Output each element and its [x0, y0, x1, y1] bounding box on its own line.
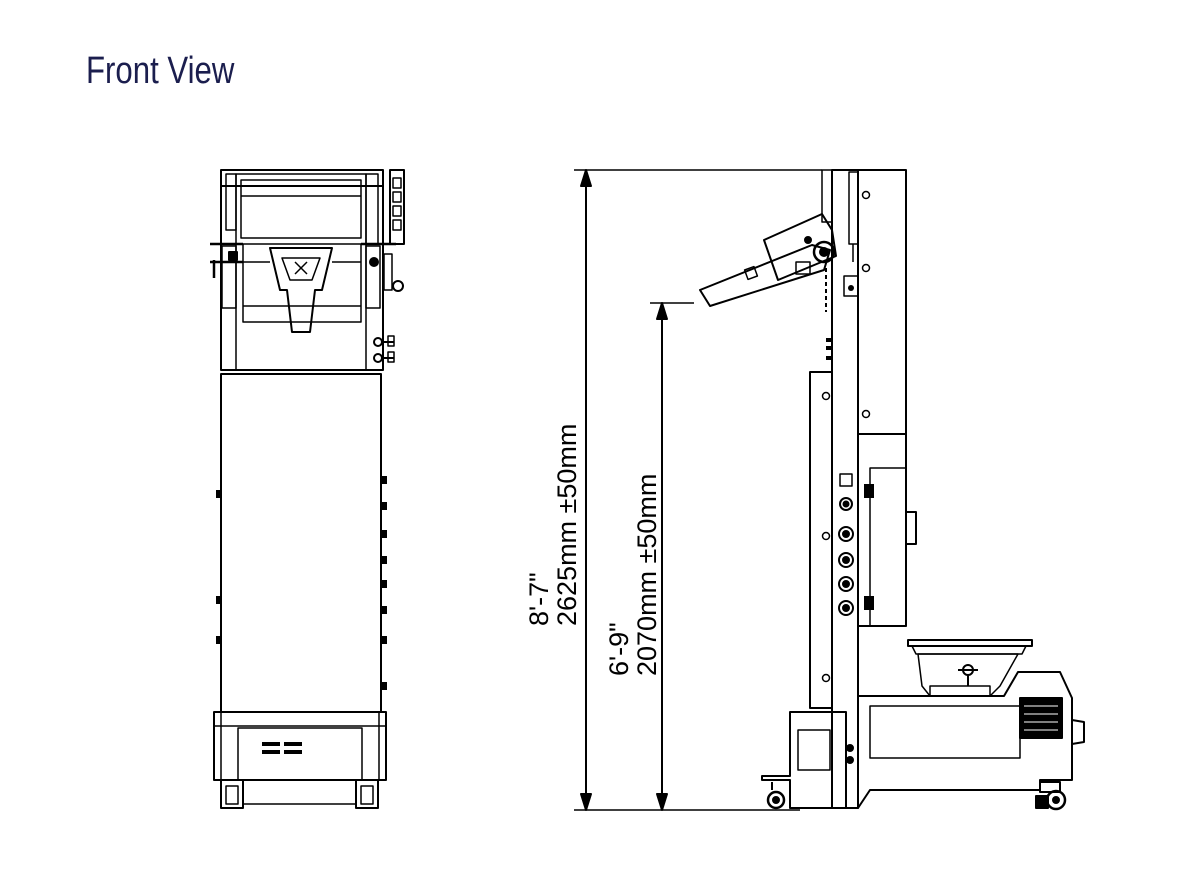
page-title: Front View [86, 50, 235, 92]
discharge-height-imperial: 6'-9" [604, 622, 634, 676]
overall-height-metric: 2625mm ±50mm [552, 424, 582, 626]
overall-height-imperial: 8'-7" [524, 572, 554, 626]
discharge-height-metric: 2070mm ±50mm [632, 474, 662, 676]
dimension-discharge-height [650, 302, 694, 811]
front-view-machine [210, 169, 405, 809]
dimension-overall-height [574, 169, 822, 811]
side-view-machine [699, 169, 1085, 811]
